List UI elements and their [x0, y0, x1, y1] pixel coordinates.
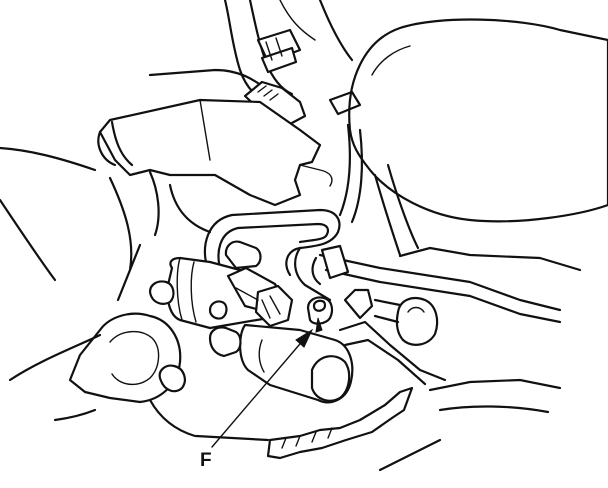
callout-F-label: F: [200, 450, 212, 471]
solenoid-valve-body: [166, 240, 294, 330]
pipe-to-right: [318, 244, 582, 324]
callout-F-leader-line: [211, 337, 306, 448]
bolt-F: [306, 296, 334, 333]
lower-cylinder-assembly: [208, 300, 354, 404]
callout-F: F: [200, 328, 314, 471]
intake-manifold-crossmember: [97, 98, 333, 272]
right-fittings: [338, 288, 447, 386]
callout-F-arrowhead: [295, 328, 314, 348]
left-bracket-assembly: [0, 198, 197, 438]
air-cleaner-housing: [348, 18, 608, 223]
vacuum-pipe-right: [338, 123, 420, 257]
vacuum-hose-loop: [203, 208, 341, 302]
lower-mount-bracket: [194, 378, 562, 472]
background-structure: [0, 0, 362, 302]
